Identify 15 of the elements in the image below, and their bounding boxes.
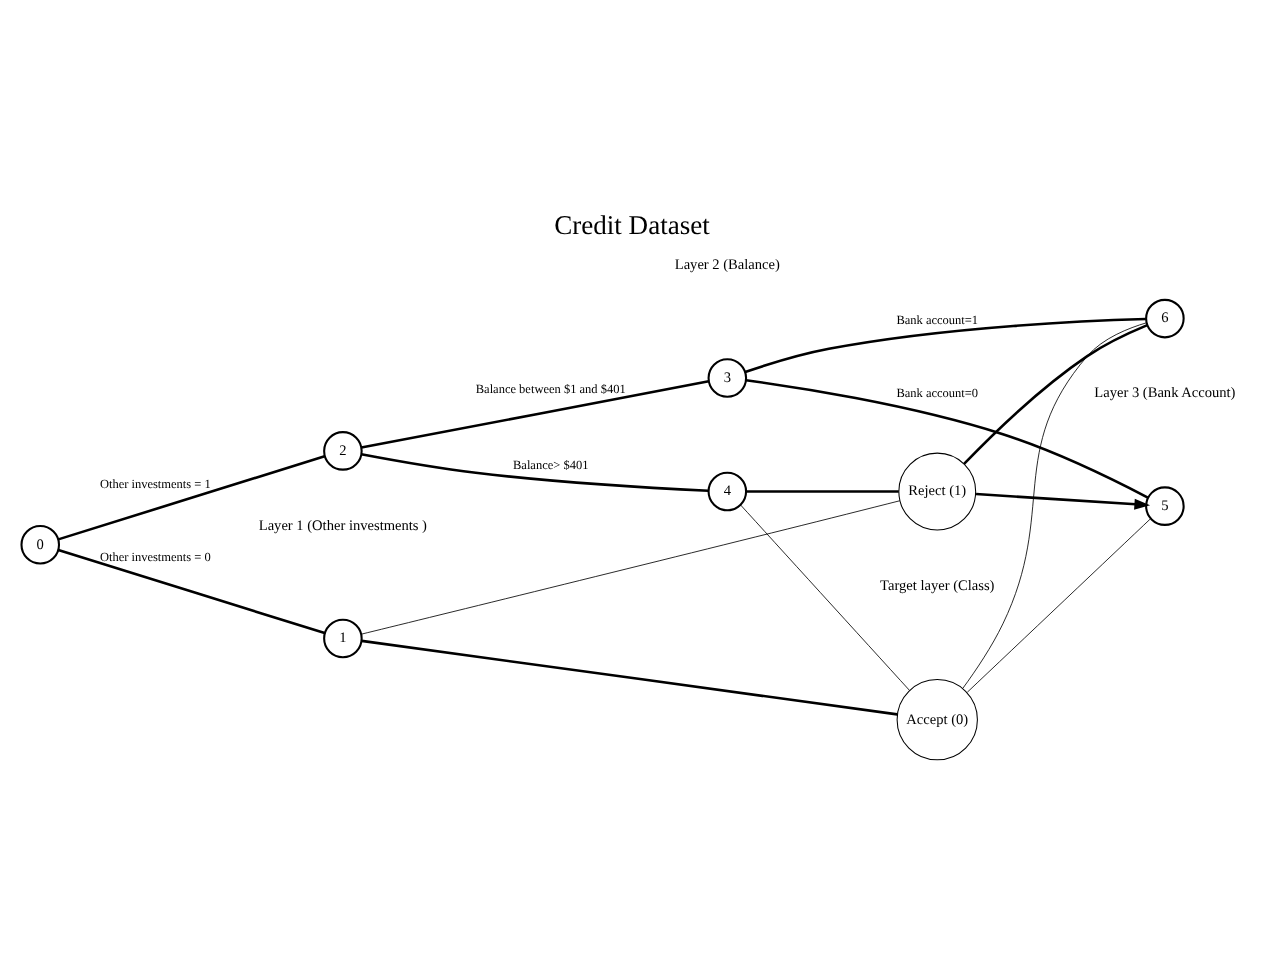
- connector: [744, 317, 1146, 374]
- connector: [57, 548, 326, 635]
- connector: [745, 378, 1149, 499]
- connector: [963, 323, 1148, 465]
- arrow: [975, 492, 1151, 510]
- connector: [361, 453, 709, 493]
- connector: [740, 504, 910, 691]
- connector: [361, 380, 709, 449]
- connector: [966, 518, 1152, 693]
- connector: [962, 322, 1147, 689]
- connector: [746, 490, 899, 493]
- connector: [361, 639, 898, 716]
- connector: [57, 455, 326, 541]
- connector: [360, 500, 901, 635]
- diagram-title: Credit Dataset: [554, 210, 710, 240]
